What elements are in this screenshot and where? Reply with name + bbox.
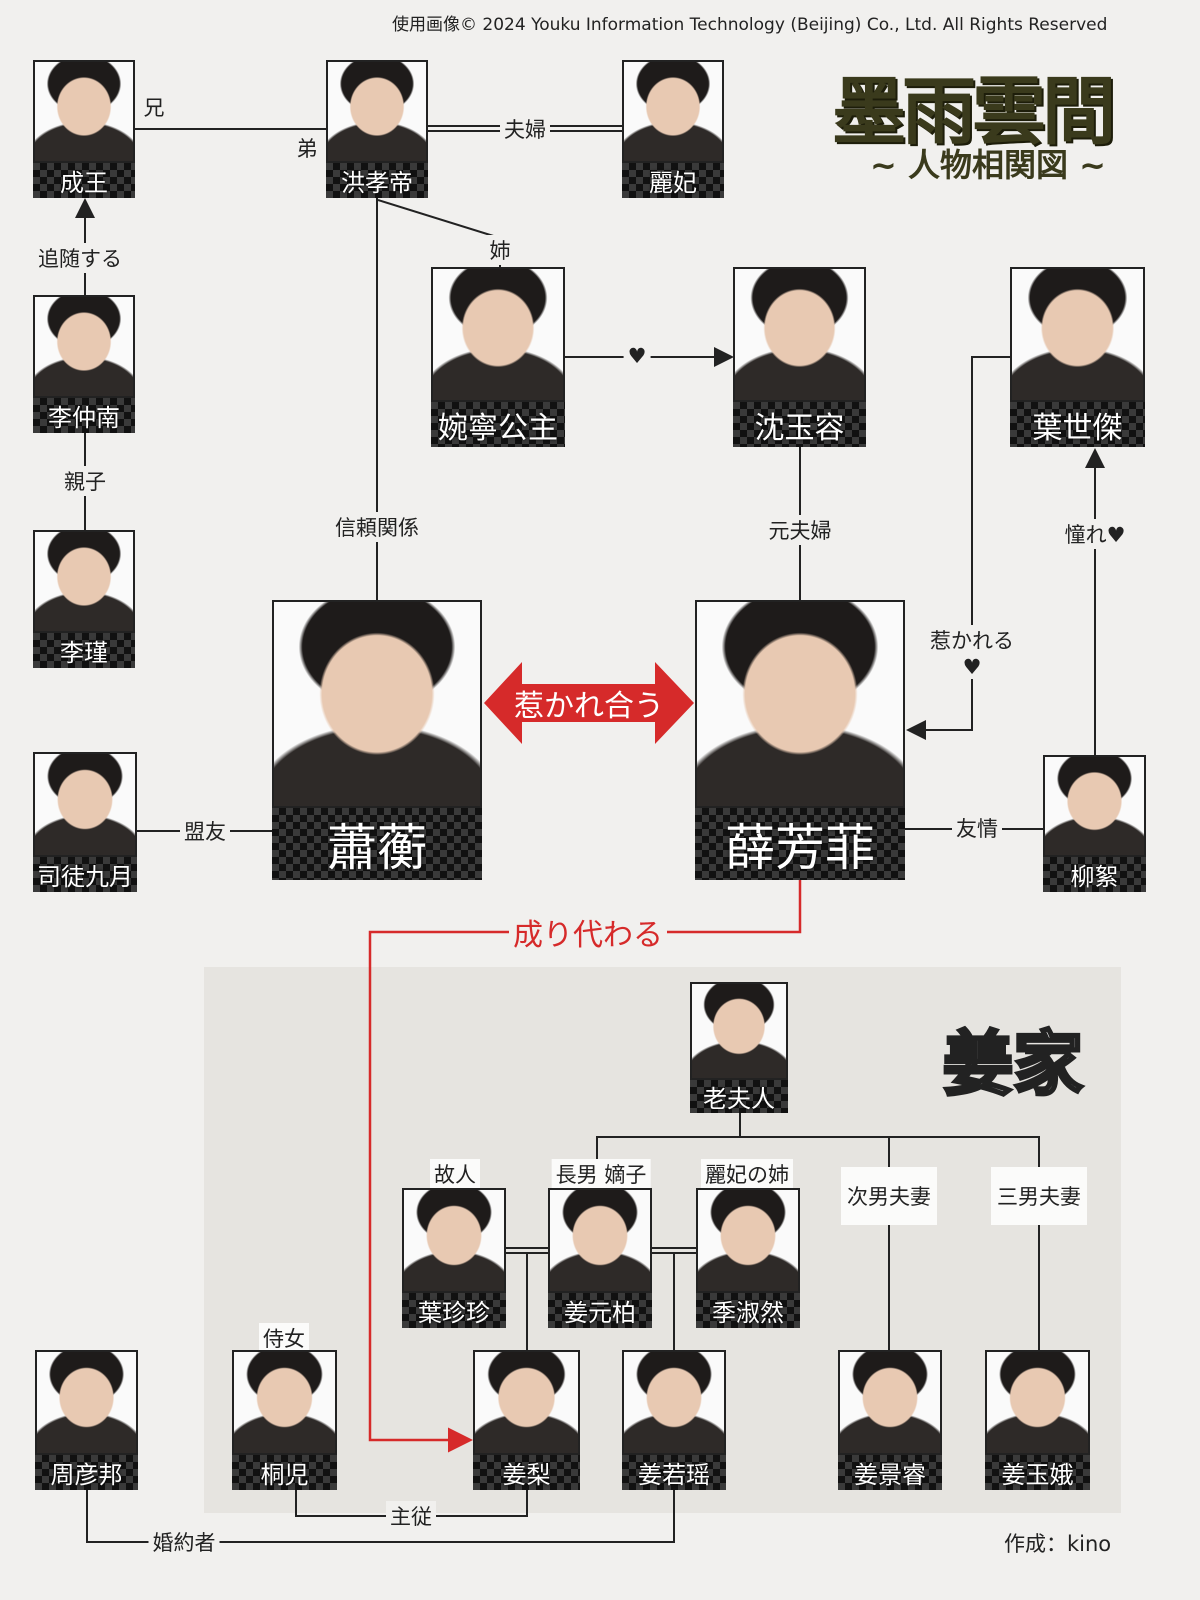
character-card: 司徒九月 [33,752,137,892]
portrait [33,295,135,398]
portrait [33,60,135,163]
portrait [1043,755,1146,857]
label-friendship: 友情 [952,813,1002,843]
character-name: 司徒九月 [33,857,137,892]
character-card: 麗妃 [622,60,724,198]
character-card: 桐児 [232,1350,337,1490]
portrait [838,1350,942,1455]
label-ex-spouses: 元夫婦 [764,515,836,545]
copyright-notice: 使用画像© 2024 Youku Information Technology … [392,15,1108,35]
portrait [33,530,135,633]
character-name: 李仲南 [33,398,135,433]
label-deceased: 故人 [430,1159,480,1189]
character-card: 成王 [33,60,135,198]
character-card-main: 蕭蘅 [272,600,482,880]
character-name: 姜若瑶 [622,1455,726,1490]
portrait [985,1350,1090,1455]
label-impersonates: 成り代わる [509,910,667,954]
character-name: 葉世傑 [1010,402,1145,447]
portrait [232,1350,337,1455]
label-ally: 盟友 [180,816,230,846]
label-eldest-son: 長男 嫡子 [551,1159,651,1189]
character-name: 姜梨 [473,1455,580,1490]
label-fiance: 婚約者 [148,1527,220,1557]
label-master-servant: 主従 [386,1501,436,1531]
family-title: 姜家 [942,1021,1085,1107]
portrait [690,982,788,1080]
character-name: 成王 [33,163,135,198]
character-card: 洪孝帝 [326,60,428,198]
character-name: 麗妃 [622,163,724,198]
portrait [1010,267,1145,402]
mutual-attraction-label: 惹かれ合う [514,689,664,724]
character-card: 姜元柏 [548,1188,652,1328]
page-title: 墨雨雲間 [832,69,1116,155]
label-elder-brother: 兄 [139,92,169,122]
label-married: 夫婦 [500,114,550,144]
portrait [326,60,428,163]
label-reihi-sister: 麗妃の姉 [701,1159,793,1189]
character-name: 姜元柏 [548,1293,652,1328]
label-maid: 侍女 [259,1323,309,1353]
character-name: 周彦邦 [35,1455,138,1490]
portrait [402,1188,506,1293]
character-name: 葉珍珍 [402,1293,506,1328]
portrait [431,267,565,402]
portrait [33,752,137,857]
portrait [473,1350,580,1455]
character-name: 李瑾 [33,633,135,668]
label-third-son-couple: 三男夫妻 [991,1167,1087,1225]
label-trust: 信頼関係 [331,512,423,542]
character-card: 李瑾 [33,530,135,668]
character-card: 沈玉容 [733,267,866,447]
character-name: 薛芳菲 [695,808,905,880]
author-credit: 作成：kino [1004,1532,1112,1556]
character-card-main: 薛芳菲 [695,600,905,880]
character-card: 周彦邦 [35,1350,138,1490]
character-card: 葉珍珍 [402,1188,506,1328]
label-second-son-couple: 次男夫妻 [841,1167,937,1225]
label-elder-sister: 姉 [485,235,515,265]
character-name: 洪孝帝 [326,163,428,198]
character-card: 李仲南 [33,295,135,433]
label-follows: 追随する [34,243,126,273]
portrait [272,600,482,808]
character-name: 婉寧公主 [431,402,565,447]
portrait [622,60,724,163]
mutual-attraction-arrow [484,662,694,744]
label-younger-brother: 弟 [292,133,322,163]
character-card: 姜若瑶 [622,1350,726,1490]
character-card: 姜梨 [473,1350,580,1490]
heart-icon: ♥ [958,655,986,679]
character-name: 姜玉娥 [985,1455,1090,1490]
character-name: 蕭蘅 [272,808,482,880]
character-name: 柳絮 [1043,857,1146,892]
label-attracted: 惹かれる [926,625,1018,655]
portrait [695,600,905,808]
character-card: 葉世傑 [1010,267,1145,447]
character-name: 桐児 [232,1455,337,1490]
character-card: 婉寧公主 [431,267,565,447]
label-admiration: 憧れ♥ [1060,519,1130,549]
character-name: 姜景睿 [838,1455,942,1490]
heart-icon: ♥ [623,344,651,368]
character-name: 沈玉容 [733,402,866,447]
character-name: 季淑然 [696,1293,800,1328]
portrait [35,1350,138,1455]
character-card: 姜景睿 [838,1350,942,1490]
character-card: 季淑然 [696,1188,800,1328]
character-card: 老夫人 [690,982,788,1113]
portrait [696,1188,800,1293]
page-subtitle: ~ 人物相関図 ~ [870,146,1106,184]
character-name: 老夫人 [690,1080,788,1113]
label-parent-child: 親子 [60,466,110,496]
character-card: 柳絮 [1043,755,1146,892]
portrait [733,267,866,402]
portrait [622,1350,726,1455]
portrait [548,1188,652,1293]
character-card: 姜玉娥 [985,1350,1090,1490]
